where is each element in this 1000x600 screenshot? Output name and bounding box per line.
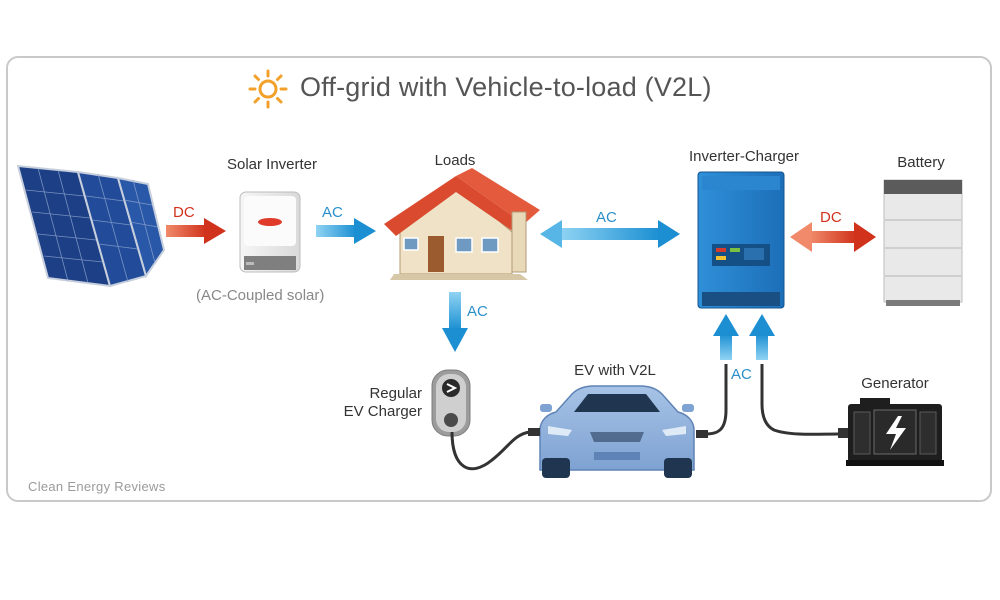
ac-arrow-generator-to-inverter-charger	[749, 314, 775, 360]
flow-label-panel-to-inverter: DC	[173, 204, 195, 221]
inverter-charger-icon	[697, 171, 785, 309]
sun-icon	[248, 69, 288, 109]
inverter-charger-label: Inverter-Charger	[688, 148, 800, 165]
diagram-title: Off-grid with Vehicle-to-load (V2L)	[300, 72, 712, 102]
solar-inverter-icon	[239, 191, 301, 273]
dc-double-arrow-inverter-charger-to-battery	[790, 222, 876, 252]
flow-label-sources-to-inverter-charger: AC	[731, 366, 752, 383]
ev-car-icon	[539, 385, 695, 478]
ac-arrow-ev-to-inverter-charger	[713, 314, 739, 360]
flow-label-loads-to-inverter-charger: AC	[596, 209, 617, 226]
generator-cable	[760, 364, 839, 436]
ac-arrow-loads-to-ev-charger	[442, 292, 468, 352]
generator-label: Generator	[861, 375, 929, 392]
generator-icon	[838, 398, 944, 466]
solar-inverter-note: (AC-Coupled solar)	[196, 287, 325, 304]
house-loads-icon	[384, 168, 540, 280]
car-v2l-plug	[696, 430, 708, 438]
v2l-cable	[705, 364, 728, 436]
ev-charger-label-line1: Regular	[369, 385, 422, 402]
flow-label-inverter-to-loads: AC	[322, 204, 343, 221]
flow-label-loads-to-ev-charger: AC	[467, 303, 488, 320]
battery-icon	[883, 179, 963, 306]
solar-inverter-label: Solar Inverter	[226, 156, 318, 173]
dc-arrow-panel-to-inverter	[166, 218, 226, 244]
ac-arrow-inverter-to-loads	[316, 218, 376, 244]
car-plug	[528, 428, 540, 436]
flow-label-inverter-charger-to-battery: DC	[820, 209, 842, 226]
brand-watermark: Clean Energy Reviews	[28, 479, 166, 494]
ev-label: EV with V2L	[574, 362, 656, 379]
ev-charger-label-line2: EV Charger	[343, 403, 422, 420]
ev-charger-cable	[450, 430, 531, 471]
battery-label: Battery	[897, 154, 945, 171]
loads-label: Loads	[434, 152, 476, 169]
solar-panel-icon	[16, 164, 166, 288]
ac-double-arrow-loads-to-inverter-charger	[540, 220, 680, 248]
ev-charger-icon	[431, 369, 471, 437]
